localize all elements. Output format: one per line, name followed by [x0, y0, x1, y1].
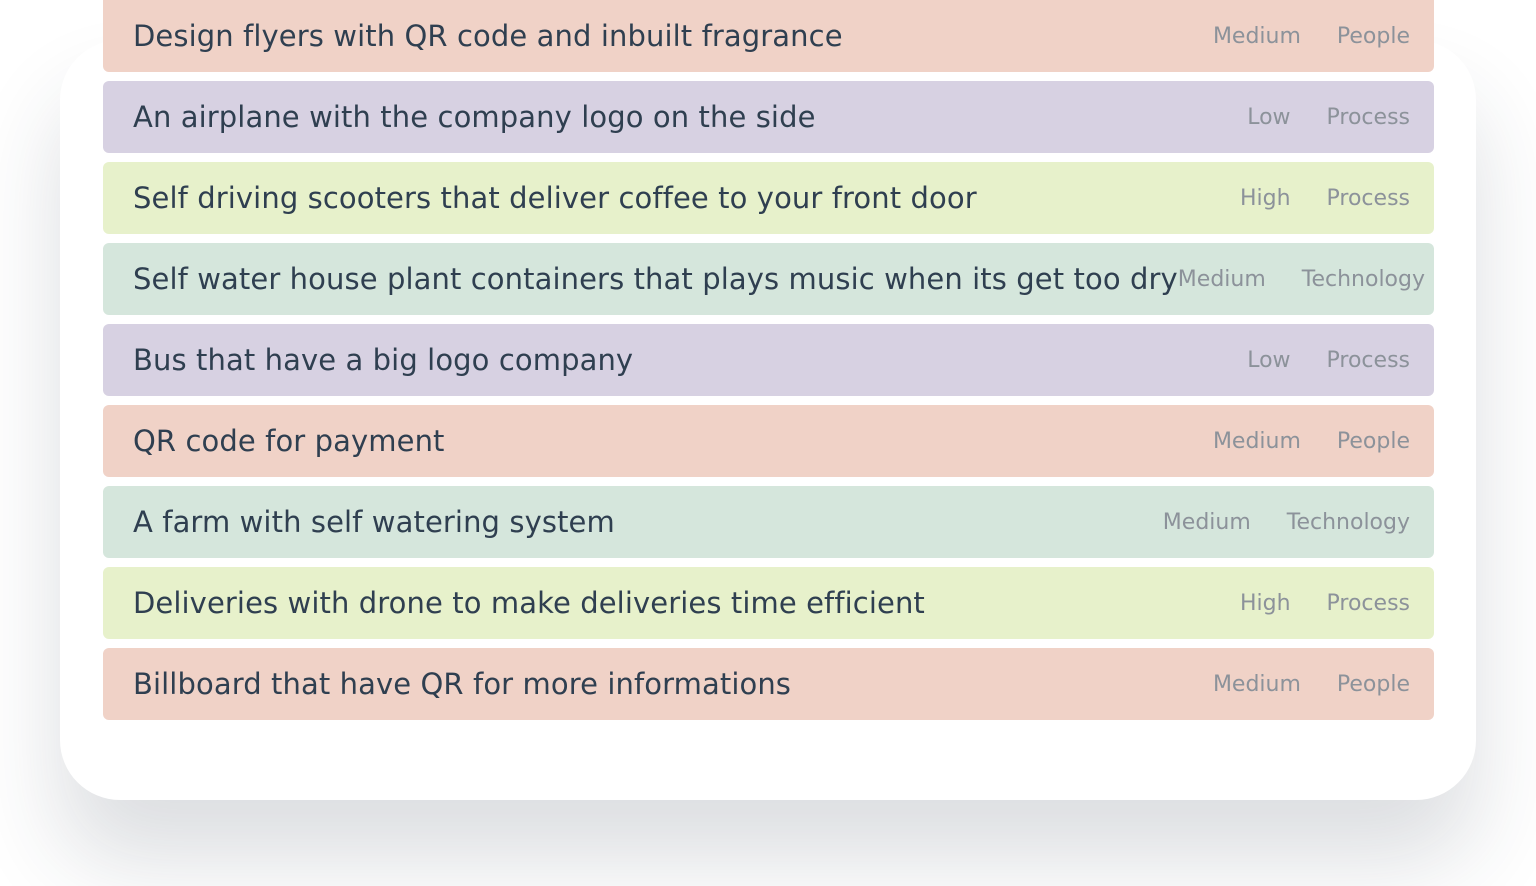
priority-label: High: [1239, 590, 1291, 616]
idea-meta: Low Process: [1247, 105, 1410, 130]
category-label: People: [1336, 428, 1410, 454]
priority-label: Medium: [1212, 428, 1301, 454]
idea-meta: Medium Technology: [1163, 510, 1410, 535]
category-label: Process: [1326, 104, 1410, 130]
category-label: People: [1336, 671, 1410, 697]
priority-label: Medium: [1212, 671, 1301, 697]
category-label: People: [1336, 23, 1410, 49]
idea-meta: Low Process: [1247, 348, 1410, 373]
idea-list: Design flyers with QR code and inbuilt f…: [103, 0, 1434, 729]
priority-label: Medium: [1177, 266, 1266, 292]
idea-title: An airplane with the company logo on the…: [133, 100, 816, 134]
idea-title: Billboard that have QR for more informat…: [133, 667, 792, 701]
idea-meta: Medium People: [1213, 24, 1410, 49]
idea-row[interactable]: Bus that have a big logo company Low Pro…: [103, 324, 1434, 396]
idea-meta: High Process: [1240, 591, 1410, 616]
priority-label: Medium: [1162, 509, 1251, 535]
idea-row[interactable]: Deliveries with drone to make deliveries…: [103, 567, 1434, 639]
idea-row[interactable]: Design flyers with QR code and inbuilt f…: [103, 0, 1434, 72]
idea-row[interactable]: Self water house plant containers that p…: [103, 243, 1434, 315]
idea-row[interactable]: QR code for payment Medium People: [103, 405, 1434, 477]
idea-row[interactable]: An airplane with the company logo on the…: [103, 81, 1434, 153]
priority-label: Medium: [1212, 23, 1301, 49]
category-label: Process: [1326, 185, 1410, 211]
priority-label: Low: [1247, 104, 1291, 130]
category-label: Process: [1326, 590, 1410, 616]
idea-title: Design flyers with QR code and inbuilt f…: [133, 19, 843, 53]
category-label: Technology: [1286, 509, 1410, 535]
idea-meta: High Process: [1240, 186, 1410, 211]
idea-meta: Medium People: [1213, 672, 1410, 697]
idea-row[interactable]: Billboard that have QR for more informat…: [103, 648, 1434, 720]
idea-row[interactable]: Self driving scooters that deliver coffe…: [103, 162, 1434, 234]
idea-meta: Medium People: [1213, 429, 1410, 454]
idea-title: Self water house plant containers that p…: [133, 262, 1178, 296]
idea-meta: Medium Technology: [1178, 267, 1425, 292]
category-label: Technology: [1301, 266, 1425, 292]
category-label: Process: [1326, 347, 1410, 373]
priority-label: Low: [1247, 347, 1291, 373]
priority-label: High: [1239, 185, 1291, 211]
idea-title: Bus that have a big logo company: [133, 343, 634, 377]
idea-title: A farm with self watering system: [133, 505, 615, 539]
idea-title: QR code for payment: [133, 424, 445, 458]
idea-title: Deliveries with drone to make deliveries…: [133, 586, 925, 620]
idea-row[interactable]: A farm with self watering system Medium …: [103, 486, 1434, 558]
idea-title: Self driving scooters that deliver coffe…: [133, 181, 977, 215]
